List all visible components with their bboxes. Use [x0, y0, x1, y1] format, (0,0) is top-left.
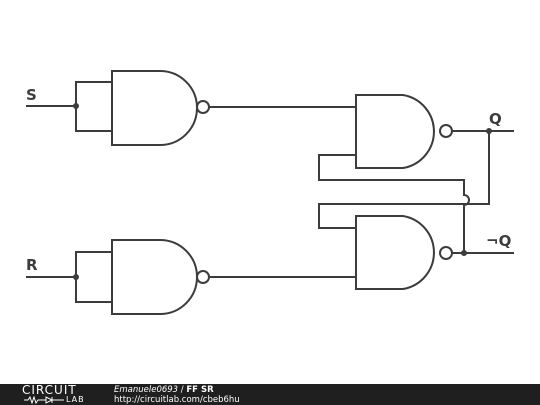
inverter-bubble-q-not — [439, 246, 453, 260]
footer-bar: CIRCUIT LAB Emanuele0693 / FF SR http://… — [0, 384, 540, 405]
nand-body-r — [111, 239, 198, 315]
label-output-q: Q — [489, 110, 502, 128]
logo-word: CIRCUIT — [22, 383, 77, 397]
wire-feedback-qnot-to-q — [318, 154, 470, 253]
wire-r-tie-inputs — [75, 251, 112, 303]
inverter-bubble-s — [196, 100, 210, 114]
wire-feedback-q-to-qnot — [318, 131, 490, 229]
junction-r — [73, 274, 79, 280]
nand-gate-r-inverter — [26, 239, 356, 315]
label-output-q-not: ¬Q — [486, 232, 511, 250]
nand-gate-s-inverter — [26, 70, 356, 146]
author-link[interactable]: Emanuele0693 — [114, 385, 179, 395]
logo-sub: LAB — [66, 395, 85, 404]
circuitlab-logo[interactable]: CIRCUIT LAB — [22, 384, 100, 405]
junction-s — [73, 103, 79, 109]
inverter-bubble-q — [439, 124, 453, 138]
nand-gate-q-not — [355, 215, 514, 290]
nand-body-s — [111, 70, 198, 146]
circuit-title-line: Emanuele0693 / FF SR — [114, 385, 240, 395]
nand-body-q — [355, 94, 435, 169]
nand-body-q-not — [355, 215, 435, 290]
circuit-url[interactable]: http://circuitlab.com/cbeb6hu — [114, 395, 240, 405]
circuit-meta: Emanuele0693 / FF SR http://circuitlab.c… — [114, 385, 240, 405]
inverter-bubble-r — [196, 270, 210, 284]
logo-circuit-symbol-icon — [24, 396, 64, 404]
title-separator: / — [178, 385, 187, 395]
nand-gate-q — [355, 94, 514, 169]
circuit-title: FF SR — [186, 385, 214, 395]
circuit-schematic: S R Q ¬Q — [26, 70, 514, 315]
label-input-r: R — [26, 256, 38, 274]
label-input-s: S — [26, 86, 37, 104]
wire-s-tie-inputs — [75, 81, 112, 132]
